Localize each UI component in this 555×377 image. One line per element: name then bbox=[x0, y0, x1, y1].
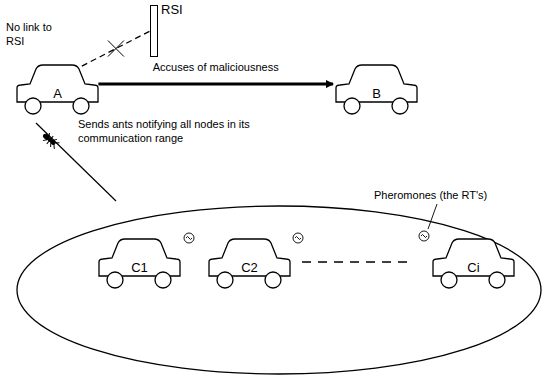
car-wheel bbox=[392, 98, 408, 114]
car-label: C1 bbox=[96, 260, 183, 276]
connector bbox=[82, 31, 150, 66]
car-label: Ci bbox=[430, 260, 517, 276]
car-wheel bbox=[217, 272, 233, 288]
car-node: C2 bbox=[206, 232, 293, 290]
broken-link-cross bbox=[108, 41, 124, 57]
connector-line bbox=[82, 31, 150, 66]
car-wheel bbox=[489, 272, 505, 288]
broken-link-cross bbox=[108, 41, 124, 57]
car-node: B bbox=[333, 58, 420, 116]
connector-line bbox=[98, 83, 333, 86]
rsi-bar bbox=[151, 6, 158, 57]
note-label: Pheromones (the RT's) bbox=[374, 188, 504, 202]
ant-icon bbox=[41, 131, 60, 150]
more-cars-dashes bbox=[302, 261, 412, 262]
car-wheel bbox=[73, 98, 89, 114]
edge-label: Accuses of maliciousness bbox=[153, 60, 279, 74]
edge-label: No link to RSI bbox=[6, 20, 72, 48]
communication-range bbox=[17, 206, 541, 374]
car-wheel bbox=[25, 98, 41, 114]
connector bbox=[98, 84, 333, 85]
note-label: Sends ants notifying all nodes in its co… bbox=[78, 117, 278, 145]
car-node: A bbox=[14, 58, 101, 116]
car-wheel bbox=[107, 272, 123, 288]
car-node: C1 bbox=[96, 232, 183, 290]
rsi-label: RSI bbox=[161, 2, 183, 18]
rsi-post: RSI bbox=[150, 5, 158, 57]
car-wheel bbox=[441, 272, 457, 288]
car-wheel bbox=[155, 272, 171, 288]
pheromone-icon bbox=[184, 231, 429, 243]
pheromone-leader bbox=[428, 204, 437, 229]
rsi-outline bbox=[150, 5, 158, 57]
car-wheel bbox=[344, 98, 360, 114]
car-node: Ci bbox=[430, 232, 517, 290]
car-wheel bbox=[265, 272, 281, 288]
car-label: A bbox=[14, 86, 101, 102]
car-label: C2 bbox=[206, 260, 293, 276]
car-label: B bbox=[333, 86, 420, 102]
